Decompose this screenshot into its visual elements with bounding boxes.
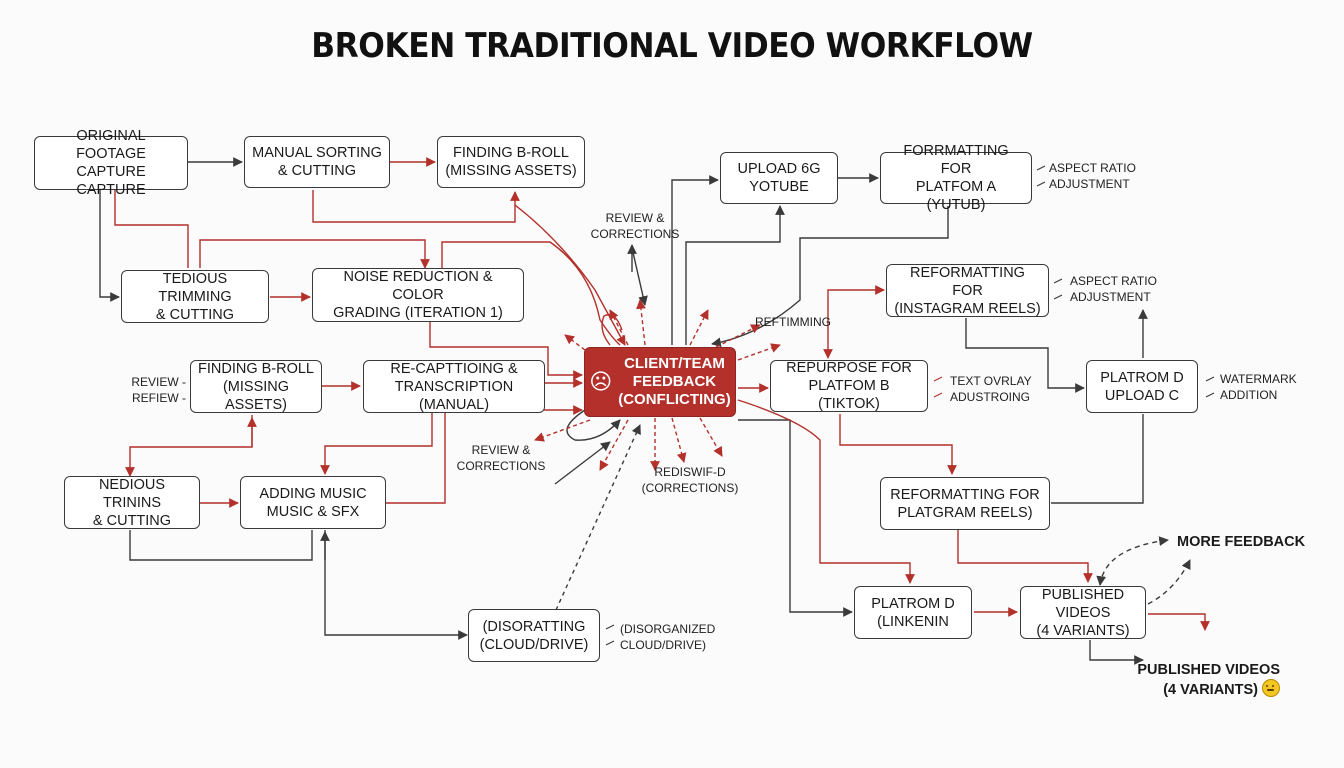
node-client-team-feedback[interactable]: ☹ CLIENT/TEAM FEEDBACK (CONFLICTING): [584, 347, 736, 417]
node-repurpose-tiktok[interactable]: REPURPOSE FOR PLATFOM B (TIKTOK): [770, 360, 928, 412]
conflict-burst: [534, 299, 781, 471]
published-final-label: PUBLISHED VIDEOS (4 VARIANTS): [1137, 662, 1280, 698]
conn-noise-loop: [441, 241, 621, 346]
sad-face-icon: ☹: [589, 369, 613, 394]
conn-platgram-published: [957, 530, 1093, 583]
conn-nedious-music: [129, 530, 313, 561]
conn-review-top: [631, 247, 648, 306]
node-formatting-youtube[interactable]: FORRMATTING FOR PLATFOM A (YUTUB): [880, 143, 1032, 213]
node-upload-youtube[interactable]: UPLOAD 6G YOTUBE: [720, 152, 838, 204]
node-finding-broll-top[interactable]: FINDING B-ROLL (MISSING ASSETS): [437, 136, 585, 188]
conn-published-final-red: [1148, 613, 1210, 631]
conn-hub-linkedin-red: [737, 399, 915, 584]
conn-hub-loop-left: [566, 409, 621, 441]
node-manual-sorting[interactable]: MANUAL SORTING & CUTTING: [244, 136, 390, 188]
conn-broll2-nedious: [125, 415, 253, 477]
conn-format-hub: [711, 206, 949, 348]
conn-upload-platgram: [1051, 414, 1144, 504]
note-published-final: PUBLISHED VIDEOS (4 VARIANTS): [1120, 643, 1280, 699]
note-refimming: REFTIMMING: [755, 315, 831, 329]
node-adding-music[interactable]: ADDING MUSIC MUSIC & SFX: [240, 476, 386, 529]
conn-instagram-upload: [965, 318, 1085, 393]
note-review-left: REVIEW - REFIEW -: [131, 375, 186, 405]
node-platrom-d-upload[interactable]: PLATROM D UPLOAD C: [1086, 360, 1198, 413]
node-platrom-d-linkedin[interactable]: PLATROM D (LINKENIN: [854, 586, 972, 639]
conn-cloud-hub: [555, 424, 641, 611]
conn-music-cloud: [324, 530, 467, 635]
note-text-overlay: TEXT OVRLAY ADUSTROING: [950, 374, 1032, 404]
node-published-videos[interactable]: PUBLISHED VIDEOS (4 VARIANTS): [1020, 586, 1146, 639]
node-tedious-trimming[interactable]: TEDIOUS TRIMMING & CUTTING: [121, 270, 269, 323]
node-finding-broll-left[interactable]: FINDING B-ROLL (MISSING ASSETS): [190, 360, 322, 413]
conn-footage-trimming: [99, 190, 120, 302]
conn-noise-hub: [429, 322, 583, 380]
conn-footage-noise: [114, 190, 189, 268]
conn-hub-loop-tl: [601, 313, 623, 346]
hub-label: CLIENT/TEAM FEEDBACK (CONFLICTING): [618, 355, 731, 408]
node-original-footage[interactable]: ORIGINAL FOOTAGE CAPTURE CAPTURE: [34, 128, 188, 198]
conn-loop-trim-noise: [199, 239, 430, 269]
conn-published-final: [1089, 640, 1144, 665]
node-recaptioning[interactable]: RE-CAPTTIOING & TRANSCRIPTION (MANUAL): [363, 360, 545, 413]
conn-hub-linkedin: [738, 419, 853, 617]
node-disoratting-cloud[interactable]: (DISORATTING (CLOUD/DRIVE): [468, 609, 600, 662]
diagram-title: BROKEN TRADITIONAL VIDEO WORKFLOW: [311, 26, 1033, 66]
note-rediswifd-corrections: REDISWIF-D (CORRECTIONS): [641, 465, 739, 495]
note-aspect-ratio-instagram: ASPECT RATIO ADJUSTMENT: [1070, 274, 1157, 304]
conn-sorting-broll-up: [312, 190, 520, 223]
note-more-feedback: MORE FEEDBACK: [1177, 534, 1306, 550]
conn-recap-music: [320, 412, 433, 475]
smiley-icon: [1262, 679, 1280, 697]
note-watermark: WATERMARK ADDITION: [1220, 372, 1297, 402]
conn-review-hub: [554, 441, 611, 485]
node-reformatting-platgram[interactable]: REFORMATTING FOR PLATGRAM REELS): [880, 477, 1050, 530]
node-noise-reduction[interactable]: NOISE REDUCTION & COLOR GRADING (ITERATI…: [312, 268, 524, 322]
note-review-corrections-mid: REVIEW & CORRECTIONS: [456, 443, 546, 473]
note-aspect-ratio-youtube: ASPECT RATIO ADJUSTMENT: [1049, 161, 1136, 191]
annotation-ticks: [605, 165, 1215, 646]
note-disorganized-cloud: (DISORGANIZED CLOUD/DRIVE): [620, 622, 716, 652]
conn-more-feedback: [1147, 559, 1191, 605]
conn-hub-youtube: [671, 175, 719, 345]
note-review-corrections-top: REVIEW & CORRECTIONS: [590, 211, 680, 241]
conn-tiktok-instagram: [823, 285, 885, 359]
conn-tiktok-platgram: [839, 414, 957, 475]
conn-broll-hub: [514, 204, 626, 346]
node-nedious-trinins[interactable]: NEDIOUS TRININS & CUTTING: [64, 476, 200, 529]
node-reformatting-instagram[interactable]: REFORMATTING FOR (INSTAGRAM REELS): [886, 264, 1049, 317]
conn-hub-youtube-2: [685, 205, 785, 345]
conn-feedback-loop: [1096, 536, 1169, 586]
